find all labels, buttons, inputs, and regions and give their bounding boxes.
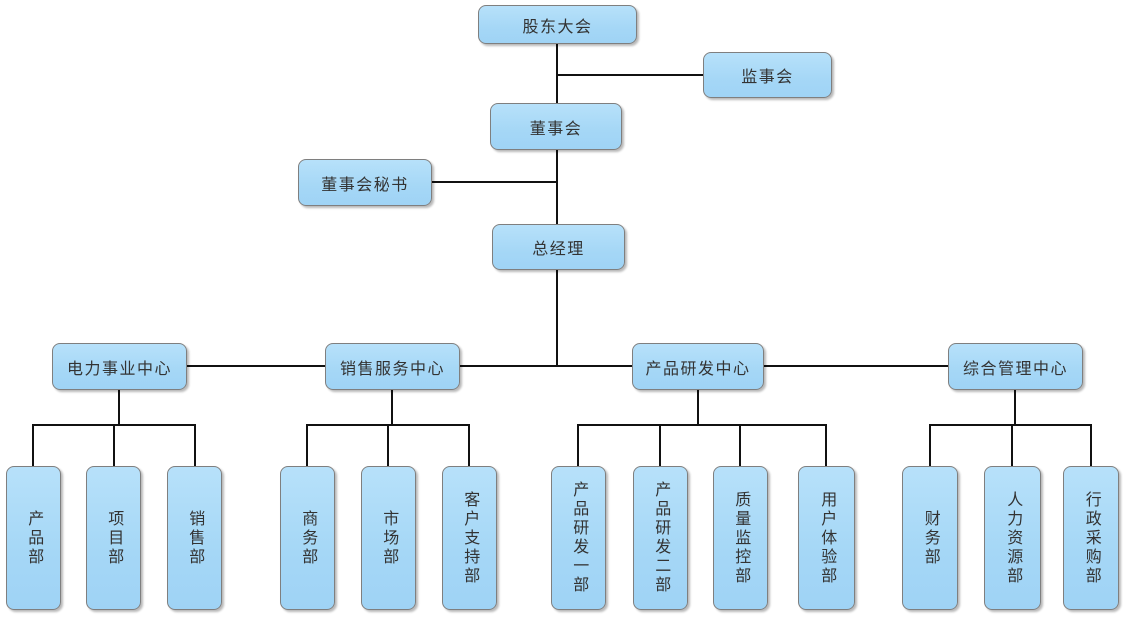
node-quality-control-dept[interactable]: 质量监控部 [713,466,768,610]
node-board-secretary[interactable]: 董事会秘书 [298,159,432,206]
node-board-secretary-label: 董事会秘书 [321,176,409,194]
connector-to-marketing-dept [387,424,389,466]
connector-secretary-to-spine [432,181,557,183]
node-commerce-dept-label: 商务部 [299,509,317,567]
node-power-business-center[interactable]: 电力事业中心 [52,343,187,390]
connector-to-finance-dept [929,424,931,466]
node-sales-dept[interactable]: 销售部 [167,466,222,610]
connector-rnd-center-rail [577,424,827,426]
connector-to-commerce-dept [306,424,308,466]
node-product-dept[interactable]: 产品部 [6,466,61,610]
node-general-management-center-label: 综合管理中心 [962,360,1068,378]
node-finance-dept[interactable]: 财务部 [902,466,958,610]
node-power-business-center-label: 电力事业中心 [66,360,172,378]
connector-to-hr-dept [1011,424,1013,466]
node-shareholders-meeting-label: 股东大会 [522,18,593,36]
node-sales-dept-label: 销售部 [186,509,204,567]
connector-centers-trunk [187,365,948,367]
node-hr-dept-label: 人力资源部 [1004,490,1022,586]
node-rnd-dept-2-label: 产品研发二部 [652,481,670,595]
node-board-of-directors-label: 董事会 [529,120,583,138]
node-rnd-dept-1[interactable]: 产品研发一部 [551,466,606,610]
node-supervisory-board-label: 监事会 [741,69,794,86]
node-sales-service-center-label: 销售服务中心 [339,360,445,378]
node-sales-service-center[interactable]: 销售服务中心 [325,343,460,390]
node-marketing-dept[interactable]: 市场部 [361,466,416,610]
node-board-of-directors[interactable]: 董事会 [490,103,622,150]
connector-to-admin-procurement-dept [1090,424,1092,466]
node-project-dept-label: 项目部 [105,509,123,567]
connector-management-center-stub [1014,390,1016,425]
node-general-manager[interactable]: 总经理 [492,224,625,270]
connector-power-center-stub [118,390,120,425]
connector-to-sales-dept [194,424,196,466]
node-supervisory-board[interactable]: 监事会 [703,52,832,98]
node-quality-control-dept-label: 质量监控部 [732,490,750,586]
node-customer-support-dept[interactable]: 客户支持部 [442,466,497,610]
node-marketing-dept-label: 市场部 [380,509,398,567]
node-general-management-center[interactable]: 综合管理中心 [948,343,1083,390]
node-finance-dept-label: 财务部 [921,509,939,567]
node-rnd-dept-1-label: 产品研发一部 [570,481,588,595]
node-rnd-dept-2[interactable]: 产品研发二部 [633,466,688,610]
connector-to-product-dept [32,424,34,466]
connector-management-center-rail [929,424,1092,426]
node-general-manager-label: 总经理 [532,241,585,258]
node-customer-support-dept-label: 客户支持部 [461,490,479,586]
node-user-experience-dept-label: 用户体验部 [818,490,836,586]
node-commerce-dept[interactable]: 商务部 [280,466,335,610]
connector-rnd-center-stub [697,390,699,425]
connector-to-customer-support-dept [468,424,470,466]
connector-to-project-dept [113,424,115,466]
node-admin-procurement-dept[interactable]: 行政采购部 [1063,466,1119,610]
node-product-rnd-center[interactable]: 产品研发中心 [632,343,764,390]
node-product-dept-label: 产品部 [25,509,43,567]
connector-shareholders-to-board [556,44,558,103]
node-product-rnd-center-label: 产品研发中心 [645,360,751,378]
connector-to-rnd-dept-1 [577,424,579,466]
connector-sales-center-stub [391,390,393,425]
node-project-dept[interactable]: 项目部 [86,466,141,610]
node-shareholders-meeting[interactable]: 股东大会 [478,5,637,44]
connector-to-quality-control-dept [739,424,741,466]
connector-general-manager-to-trunk [556,270,558,366]
node-user-experience-dept[interactable]: 用户体验部 [798,466,855,610]
connector-to-user-experience-dept [825,424,827,466]
node-admin-procurement-dept-label: 行政采购部 [1082,490,1100,586]
connector-board-to-general-manager [556,150,558,224]
connector-to-rnd-dept-2 [659,424,661,466]
node-hr-dept[interactable]: 人力资源部 [984,466,1041,610]
connector-spine-to-supervisory-board [557,74,703,76]
